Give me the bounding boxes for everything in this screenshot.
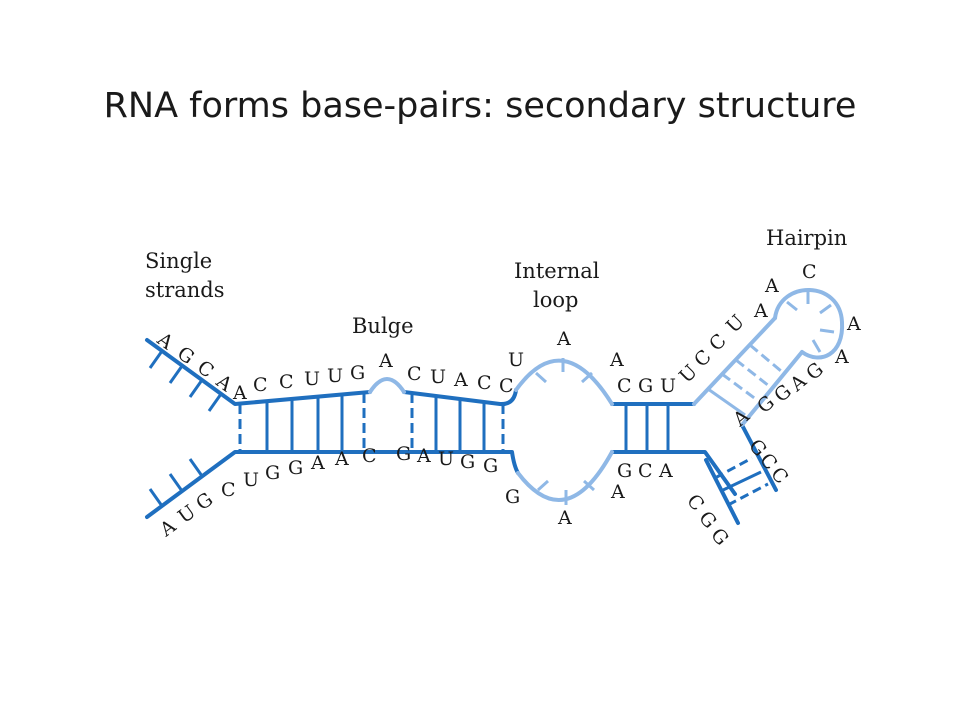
base: G [288,457,303,479]
base: A [232,382,247,404]
base: A [609,349,624,371]
base: U [327,365,343,387]
base: C [279,371,294,393]
base: C [221,479,236,501]
stem4-pairs [714,456,769,507]
base: U [722,311,749,338]
base: A [557,507,572,529]
bottom-backbone [145,450,520,519]
top-backbone-left [145,338,372,406]
base: C [690,346,716,372]
base: C [362,445,377,467]
single-strands-label-line1: Single [145,249,212,273]
bulge-base: A [378,350,393,372]
base: U [243,469,259,491]
hairpin-loop-circle [773,288,845,360]
base: G [706,524,733,550]
page-title: RNA forms base-pairs: secondary structur… [103,86,857,126]
single-strand-ticks [148,350,223,507]
base: C [477,372,492,394]
hairpin-label: Hairpin [766,226,847,250]
base: A [152,328,177,355]
base: G [350,362,365,384]
base: G [638,375,653,397]
base: A [764,275,779,297]
internal-loop-label-line1: Internal [514,259,600,283]
base: A [334,448,349,470]
hairpin-up-strand [692,316,777,406]
base: U [304,368,320,390]
base: A [753,300,768,322]
bulge-arc [368,377,406,394]
base: G [460,451,475,473]
base: G [396,443,411,465]
hairpin-stem-pairs [707,343,782,417]
base: C [802,261,817,283]
base: G [802,358,828,385]
bulge-label: Bulge [352,314,414,338]
base: A [416,445,431,467]
base: A [834,346,849,368]
loop-ticks [534,290,835,505]
base: C [499,375,514,397]
internal-loop-label-line2: loop [533,288,578,312]
stem3-pairs [624,404,670,452]
base: U [430,366,446,388]
hairpin-return-backbone [740,423,778,492]
base: G [505,486,520,508]
base: A [610,481,625,503]
base: U [508,349,524,371]
base: U [438,448,454,470]
base: A [453,369,468,391]
base: A [846,313,861,335]
hairpin-down-strand [740,350,804,427]
backbone-dark [145,338,778,525]
base: C [617,375,632,397]
base: G [617,460,632,482]
base: C [638,460,653,482]
base: G [483,455,498,477]
base: U [174,501,200,528]
base: A [658,460,673,482]
single-strands-label-line2: strands [145,278,225,302]
base: A [310,452,325,474]
base: A [556,328,571,350]
base: A [155,515,180,542]
stem1-pairs [238,393,366,452]
stem3-bottom-backbone [610,450,737,496]
base: C [253,374,268,396]
base: G [265,462,280,484]
base: U [660,375,676,397]
base: C [407,363,422,385]
base: G [192,488,217,515]
top-backbone-mid [402,388,518,407]
base: C [705,330,731,356]
stem2-pairs [410,393,505,452]
base: A [728,405,754,431]
base: G [173,342,198,369]
